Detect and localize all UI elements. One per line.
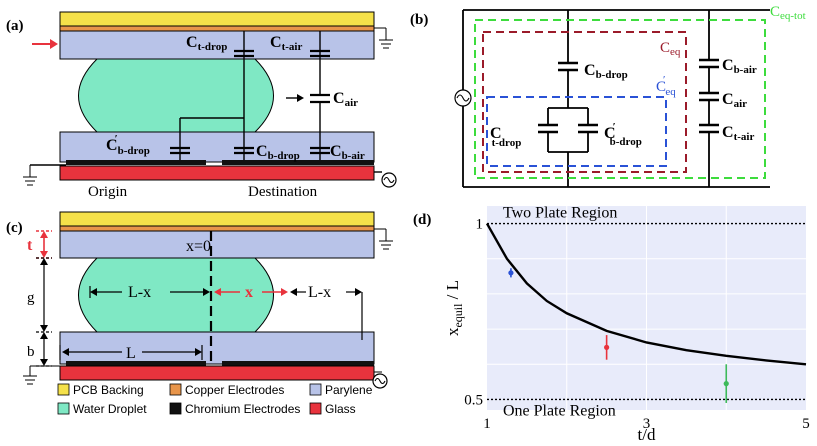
x-tick-labels: 1 3 5 [483, 416, 810, 432]
g-label: g [27, 290, 35, 306]
x-label: x [245, 284, 253, 301]
legend-swatch [169, 383, 182, 396]
c-air-label: Cair [722, 91, 747, 110]
capacitor-icons-a [170, 49, 330, 155]
chromium-electrode-destination [222, 160, 374, 165]
panel-d: (d) Two Plate Region One Plate Region 1 3… [413, 205, 810, 444]
c-b-drop-prime-label: C′b-drop [604, 121, 642, 148]
top-parylene-layer-c [59, 230, 375, 259]
destination-label: Destination [248, 184, 318, 200]
legend-entry-label: Glass [325, 402, 356, 416]
panel-b: (b) [410, 4, 806, 188]
glass-substrate [59, 165, 375, 181]
legend-entry-label: PCB Backing [73, 383, 144, 397]
c-eq-prime-box [486, 96, 667, 167]
glass-substrate-c [59, 365, 375, 381]
t-dimension [36, 230, 52, 259]
x-tick-label: 3 [643, 416, 651, 432]
cap-air-label: Cair [333, 90, 358, 109]
legend: PCB Backing Copper Electrodes ParyleneWate… [57, 383, 373, 416]
arrow-icon [286, 94, 304, 102]
c-eq-box [482, 31, 687, 173]
c-eq-prime-label: C′eq [656, 74, 676, 98]
data-point [723, 381, 729, 387]
legend-entry-label: Parylene [325, 383, 373, 397]
l-minus-x-left-label: L-x [128, 284, 151, 301]
l-minus-x-right-dimension [290, 288, 362, 296]
panel-a-label: (a) [6, 18, 24, 34]
ac-source-icon [381, 172, 397, 188]
l-label: L [126, 345, 136, 362]
y-axis-label: xequil / L [443, 280, 465, 336]
legend-entry-label: Copper Electrodes [185, 383, 284, 397]
data-point [604, 344, 610, 350]
c-eq-tot-label: Ceq-tot [770, 4, 806, 22]
data-points [508, 268, 729, 403]
y-tick-labels: 0.51 [464, 217, 483, 409]
legend-swatch [57, 402, 70, 415]
legend-entry-label: Chromium Electrodes [185, 402, 300, 416]
ac-source-icon [372, 371, 388, 389]
cap-b-drop-label: Cb-drop [256, 143, 300, 162]
legend-swatch [309, 383, 322, 396]
x-axis-label: t/d [638, 425, 656, 444]
top-pcb-layer-c [59, 211, 375, 227]
legend-swatch [169, 402, 182, 415]
legend-swatch [57, 383, 70, 396]
l-minus-x-right-label: L-x [308, 284, 331, 301]
chromium-electrode-origin [66, 160, 206, 165]
legend-swatch [309, 402, 322, 415]
circuit-wires-a [30, 31, 382, 173]
red-arrow-icon [32, 39, 58, 49]
capacitor-icons-b [538, 58, 719, 134]
x-tick-label: 5 [802, 416, 810, 432]
ground-icon [374, 228, 393, 250]
y-tick-label: 1 [476, 217, 484, 233]
panel-c-label: (c) [6, 220, 23, 236]
panel-a: (a) [6, 11, 397, 200]
ground-icon [23, 165, 37, 186]
c-b-air-label: Cb-air [722, 57, 757, 76]
panel-d-label: (d) [413, 212, 431, 228]
top-parylene-layer [59, 30, 375, 60]
l-dimension [62, 348, 202, 356]
t-label: t [27, 237, 33, 254]
ground-icon [374, 27, 393, 49]
ac-source-icon [454, 89, 472, 107]
top-copper-layer [59, 25, 375, 32]
c-eq-tot-box [474, 19, 766, 179]
panel-c: (c) t [6, 211, 393, 389]
data-point [508, 270, 514, 276]
cap-t-drop-label: Ct-drop [186, 34, 227, 53]
x-tick-label: 1 [483, 416, 491, 432]
origin-label: Origin [88, 184, 128, 200]
top-pcb-layer [59, 11, 375, 27]
b-label: b [27, 344, 35, 360]
c-t-air-label: Ct-air [722, 124, 754, 143]
bottom-parylene-layer-c [59, 331, 375, 365]
x0-label: x=0 [186, 238, 211, 255]
legend-entry-label: Water Droplet [73, 402, 147, 416]
x-dimension [214, 288, 288, 296]
cap-t-air-label: Ct-air [270, 34, 302, 53]
y-tick-label: 0.5 [464, 392, 483, 408]
top-copper-layer-c [59, 225, 375, 232]
cap-b-drop-prime-label: C′b-drop [106, 133, 150, 157]
theory-curve [485, 222, 807, 366]
circuit-wires-b [462, 9, 770, 188]
g-dimension [36, 257, 52, 367]
one-plate-region-label: One Plate Region [503, 402, 616, 419]
region-lines [487, 222, 806, 401]
c-eq-label: Ceq [660, 40, 681, 58]
cap-b-air-label: Cb-air [330, 143, 365, 162]
l-minus-x-left-dimension [89, 286, 210, 298]
chromium-electrode-c-right [222, 361, 374, 366]
two-plate-region-label: Two Plate Region [503, 205, 617, 222]
chromium-electrode-c-left [66, 361, 206, 366]
panel-b-label: (b) [410, 12, 428, 28]
c-b-drop-label: Cb-drop [584, 62, 628, 81]
